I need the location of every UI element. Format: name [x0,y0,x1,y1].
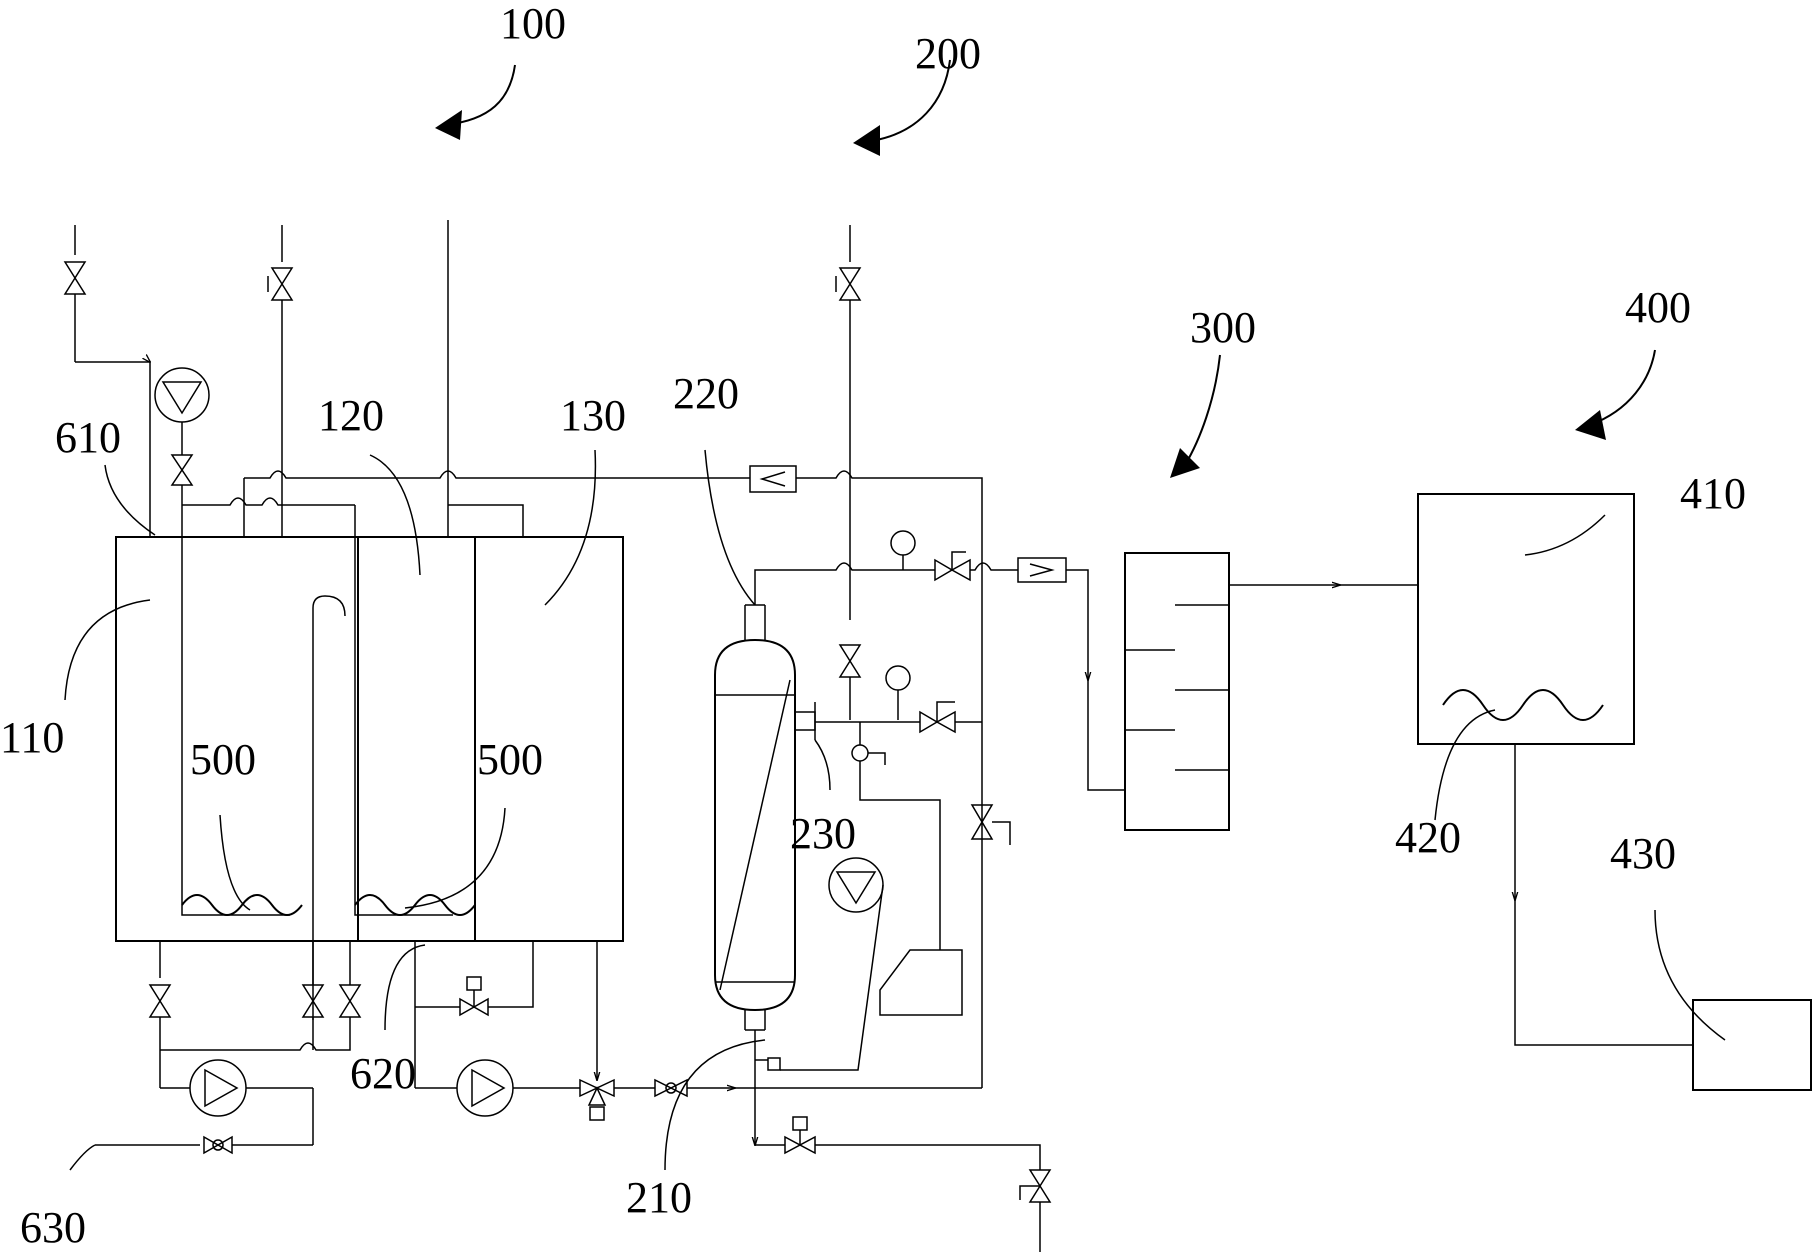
label-620: 620 [350,1049,416,1098]
label-610: 610 [55,413,121,462]
tank-110-120-130 [115,505,624,1020]
label-200: 200 [915,29,981,78]
label-210: 210 [626,1173,692,1222]
label-220: 220 [673,369,739,418]
system-300-pointer [1170,354,1221,478]
system-100-pointer [435,64,516,140]
bottom-piping [95,941,1052,1252]
label-400: 400 [1625,283,1691,332]
label-500-left: 500 [190,735,256,784]
label-420: 420 [1395,813,1461,862]
label-120: 120 [318,391,384,440]
system-200-pointer [853,59,951,156]
unit-300 [1017,552,1418,831]
label-230: 230 [790,809,856,858]
label-410: 410 [1680,469,1746,518]
top-piping [63,220,983,1088]
label-130: 130 [560,391,626,440]
label-500-right: 500 [477,735,543,784]
label-100: 100 [500,0,566,48]
unit-400 [1417,493,1812,1091]
column-200 [714,225,1018,1071]
label-430: 430 [1610,829,1676,878]
label-110: 110 [0,713,64,762]
system-400-pointer [1575,349,1656,440]
label-630: 630 [20,1203,86,1252]
leader-lines [64,449,1726,1171]
label-300: 300 [1190,303,1256,352]
